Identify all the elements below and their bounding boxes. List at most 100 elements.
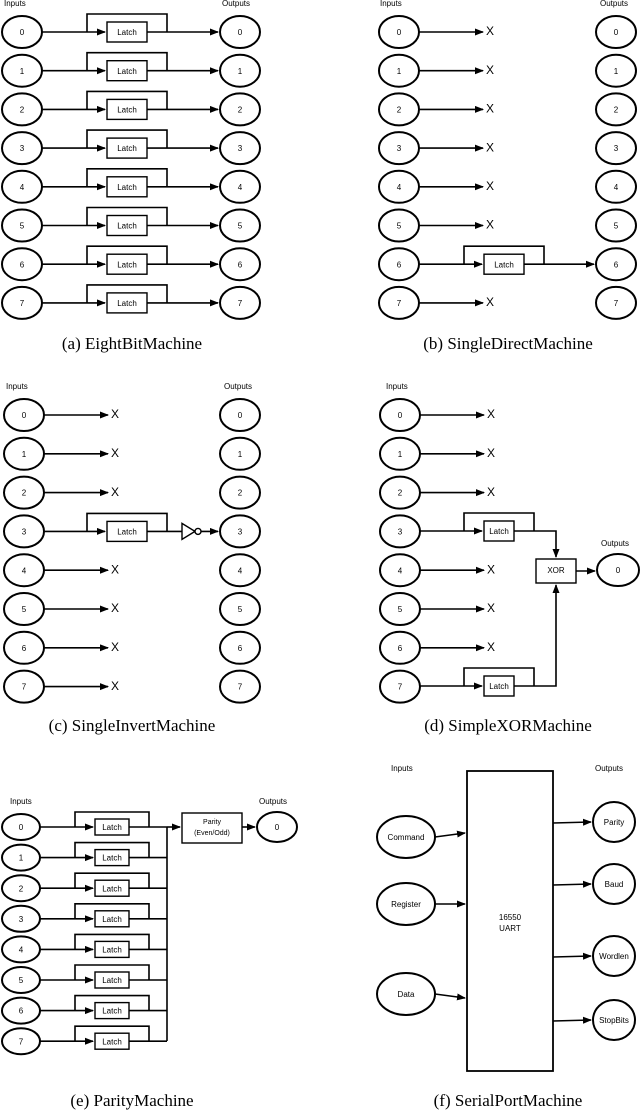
inputs-header-e: Inputs bbox=[10, 797, 32, 806]
c-input-4-label: 4 bbox=[22, 566, 27, 575]
a-latch-4-label: Latch bbox=[117, 183, 137, 192]
a-input-3-label: 3 bbox=[20, 144, 25, 153]
b-output-0-node bbox=[595, 15, 637, 49]
a-latch-7-label: Latch bbox=[117, 299, 137, 308]
e-latch-7-label: Latch bbox=[102, 1037, 122, 1046]
b-input-3-label: 3 bbox=[397, 144, 402, 153]
e-input-4-label: 4 bbox=[19, 946, 24, 955]
d-input-0-label: 0 bbox=[398, 411, 403, 420]
c-output-3-label: 3 bbox=[238, 528, 243, 537]
a-output-6-label: 6 bbox=[238, 260, 243, 269]
a-input-2-label: 2 bbox=[20, 106, 25, 115]
c-output-0-node bbox=[219, 398, 261, 432]
c-x-mark-1: X bbox=[111, 446, 119, 460]
c-output-4-label: 4 bbox=[238, 566, 243, 575]
e-latch-4-feedback-wire bbox=[74, 933, 150, 950]
f-output-2-wire bbox=[552, 952, 592, 960]
parity-output-node bbox=[256, 811, 298, 843]
d-input-3-label: 3 bbox=[398, 528, 403, 537]
panel-serial-port-machine: CommandRegisterDataParityBaudWordlenStop… bbox=[376, 801, 636, 1041]
d-input-5-label: 5 bbox=[398, 605, 403, 614]
e-input-1-label: 1 bbox=[19, 854, 24, 863]
c-output-0-label: 0 bbox=[238, 411, 243, 420]
d-x-mark-5: X bbox=[487, 601, 495, 615]
b-output-4-label: 4 bbox=[614, 183, 619, 192]
b-x-mark-3: X bbox=[486, 140, 494, 154]
e-latch-2-label: Latch bbox=[102, 884, 122, 893]
outputs-header-f: Outputs bbox=[595, 764, 623, 773]
c-latch-3-feedback-wire bbox=[86, 512, 168, 532]
b-input-5-label: 5 bbox=[397, 222, 402, 231]
a-latch-1-label: Latch bbox=[117, 67, 137, 76]
parity-box-sublabel: (Even/Odd) bbox=[194, 830, 230, 837]
b-output-4-node bbox=[595, 169, 637, 204]
c-inverter-triangle bbox=[181, 522, 197, 541]
b-input-7-label: 7 bbox=[397, 299, 402, 308]
c-input-3-label: 3 bbox=[22, 528, 27, 537]
outputs-header-b: Outputs bbox=[600, 0, 628, 8]
c-x-mark-5: X bbox=[111, 601, 119, 615]
b-output-1-label: 1 bbox=[614, 67, 619, 76]
e-latch-1-feedback-wire bbox=[74, 841, 150, 858]
c-output-7-node bbox=[219, 669, 261, 704]
a-latch-1-feedback-wire bbox=[86, 51, 168, 71]
d-x-mark-2: X bbox=[487, 485, 495, 499]
outputs-header-a: Outputs bbox=[222, 0, 250, 8]
c-output-5-label: 5 bbox=[238, 605, 243, 614]
a-output-5-label: 5 bbox=[238, 222, 243, 231]
e-input-0-label: 0 bbox=[19, 823, 24, 832]
d-input-1-label: 1 bbox=[398, 450, 403, 459]
c-output-1-node bbox=[219, 436, 261, 471]
a-latch-5-feedback-wire bbox=[86, 206, 168, 226]
xor-output-node bbox=[596, 553, 640, 587]
a-output-2-node bbox=[219, 92, 261, 127]
caption-e: (e) ParityMachine bbox=[70, 1091, 193, 1110]
e-input-2-label: 2 bbox=[19, 884, 24, 893]
parity-box-label: Parity bbox=[203, 819, 221, 826]
xor-output-label: 0 bbox=[616, 566, 621, 575]
d-x-mark-4: X bbox=[487, 562, 495, 576]
f-input-1-label: Register bbox=[391, 900, 421, 909]
e-input-5-label: 5 bbox=[19, 976, 24, 985]
a-output-7-node bbox=[219, 285, 261, 320]
c-input-6-label: 6 bbox=[22, 644, 27, 653]
b-output-3-node bbox=[595, 131, 637, 166]
b-input-0-label: 0 bbox=[397, 28, 402, 37]
e-latch-5-feedback-wire bbox=[74, 964, 150, 980]
f-output-3-label: StopBits bbox=[599, 1016, 629, 1025]
b-latch-6-feedback-wire bbox=[463, 245, 545, 265]
a-input-4-label: 4 bbox=[20, 183, 25, 192]
a-output-2-label: 2 bbox=[238, 106, 243, 115]
b-x-mark-2: X bbox=[486, 102, 494, 116]
c-input-1-label: 1 bbox=[22, 450, 27, 459]
e-latch-1-label: Latch bbox=[102, 854, 122, 863]
e-input-7-label: 7 bbox=[19, 1037, 24, 1046]
inputs-header-a: Inputs bbox=[4, 0, 26, 8]
a-input-7-label: 7 bbox=[20, 299, 25, 308]
f-input-0-label: Command bbox=[388, 833, 425, 842]
d-input-6-label: 6 bbox=[398, 644, 403, 653]
e-latch-6-feedback-wire bbox=[74, 994, 150, 1011]
f-output-0-wire bbox=[552, 818, 592, 826]
c-x-mark-0: X bbox=[111, 407, 119, 421]
e-latch-0-feedback-wire bbox=[74, 811, 150, 827]
c-output-5-node bbox=[219, 592, 261, 626]
f-output-1-label: Baud bbox=[605, 880, 624, 889]
a-input-5-label: 5 bbox=[20, 222, 25, 231]
a-latch-4-feedback-wire bbox=[86, 168, 168, 187]
a-latch-7-feedback-wire bbox=[86, 284, 168, 303]
a-latch-0-label: Latch bbox=[117, 28, 137, 37]
a-output-1-label: 1 bbox=[238, 67, 243, 76]
a-output-1-node bbox=[219, 53, 261, 88]
b-output-2-label: 2 bbox=[614, 106, 619, 115]
c-x-mark-7: X bbox=[111, 679, 119, 693]
b-x-mark-0: X bbox=[486, 24, 494, 38]
c-x-mark-4: X bbox=[111, 562, 119, 576]
a-output-0-label: 0 bbox=[238, 28, 243, 37]
c-input-0-label: 0 bbox=[22, 411, 27, 420]
f-output-2-node bbox=[592, 935, 636, 977]
e-latch-4-label: Latch bbox=[102, 946, 122, 955]
f-input-2-label: Data bbox=[398, 990, 415, 999]
